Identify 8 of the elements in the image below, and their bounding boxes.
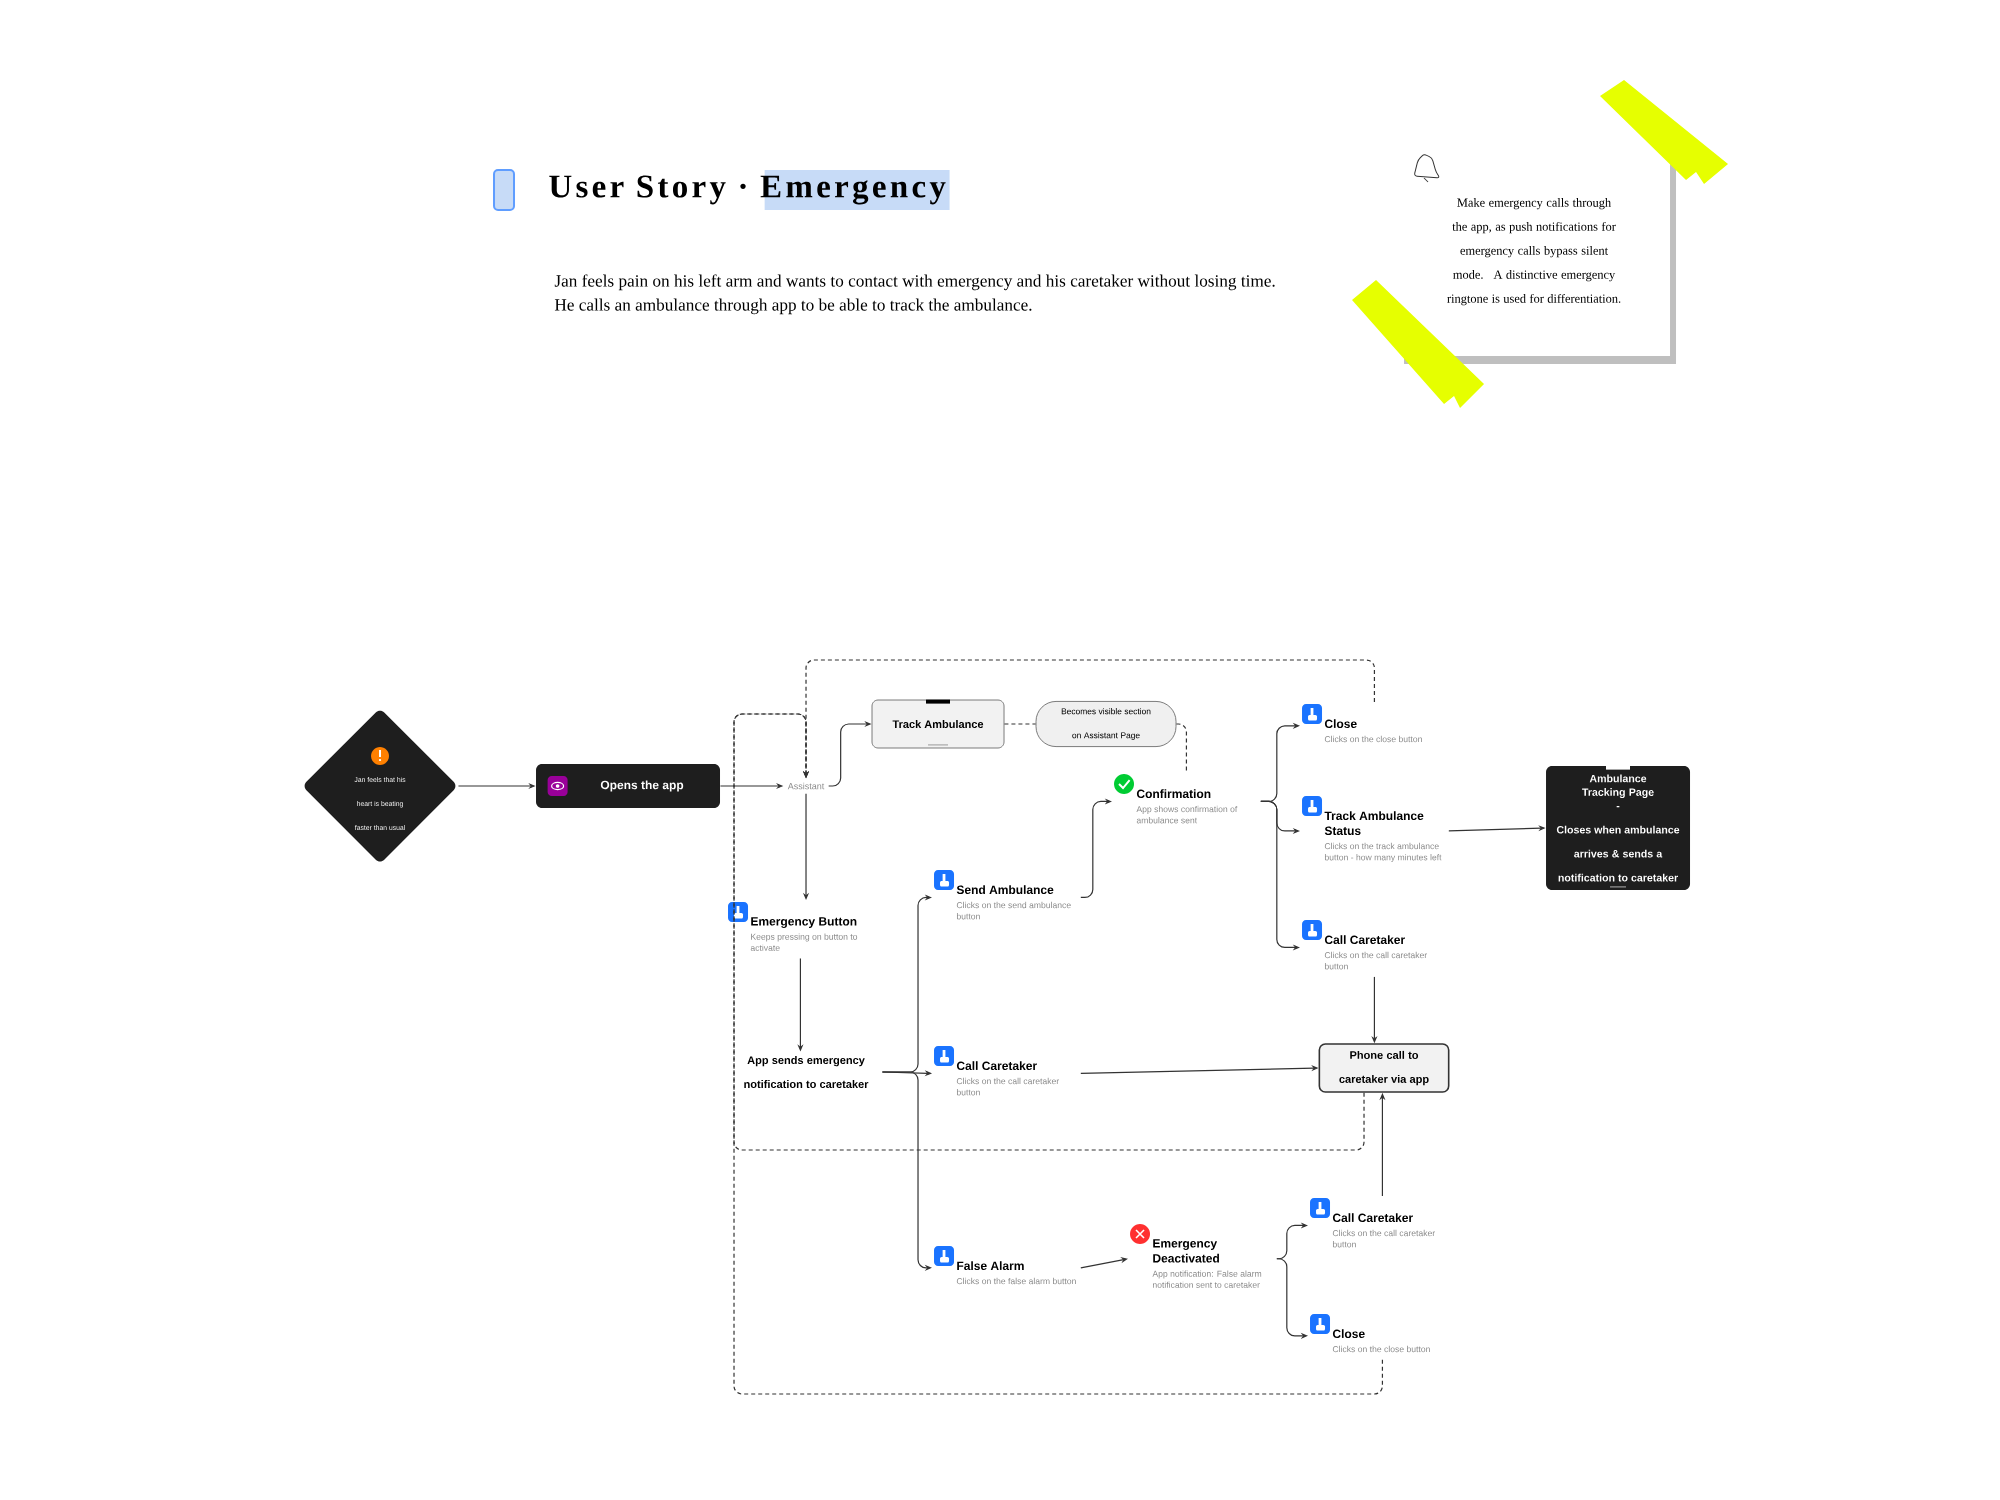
dashed-arrow: [733, 713, 1365, 1151]
arrow: [1080, 1257, 1128, 1269]
arrow: [881, 1071, 932, 1271]
dashed-arrow: [733, 713, 1383, 1395]
story-text: Jan feels pain on his left arm and wants to contact with emergency and his caretaker without losing time. He calls an ambulance through app to be able to track the ambulance.: [554, 274, 1275, 315]
arrow: [1276, 1222, 1308, 1260]
arrow: [1276, 1258, 1308, 1339]
page-title: User Story · Emergency: [549, 170, 950, 210]
